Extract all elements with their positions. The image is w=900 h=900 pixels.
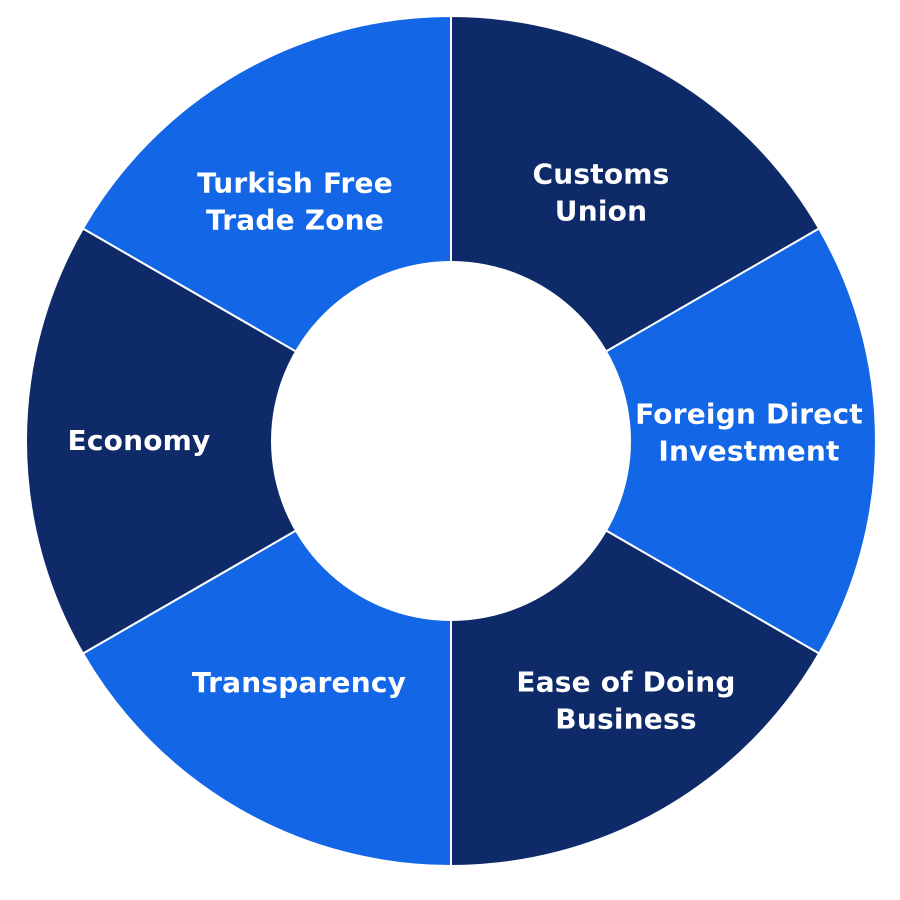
segment-label-line: Trade Zone xyxy=(206,204,384,237)
segment-label-line: Ease of Doing xyxy=(516,666,735,699)
segment-label-line: Customs xyxy=(532,158,669,191)
segment-label-line: Business xyxy=(555,703,696,736)
segment-label-line: Economy xyxy=(68,424,211,457)
segment-foreign-direct-investment xyxy=(448,227,878,655)
segment-label-transparency: Transparency xyxy=(192,666,406,699)
segment-label-line: Union xyxy=(555,195,647,228)
segment-label-line: Transparency xyxy=(192,666,406,699)
segment-label-line: Foreign Direct xyxy=(635,398,863,431)
segment-label-economy: Economy xyxy=(68,424,211,457)
segment-economy xyxy=(25,227,454,655)
segment-label-line: Turkish Free xyxy=(197,167,393,200)
segment-label-line: Investment xyxy=(658,435,839,468)
center-hole xyxy=(271,261,631,621)
